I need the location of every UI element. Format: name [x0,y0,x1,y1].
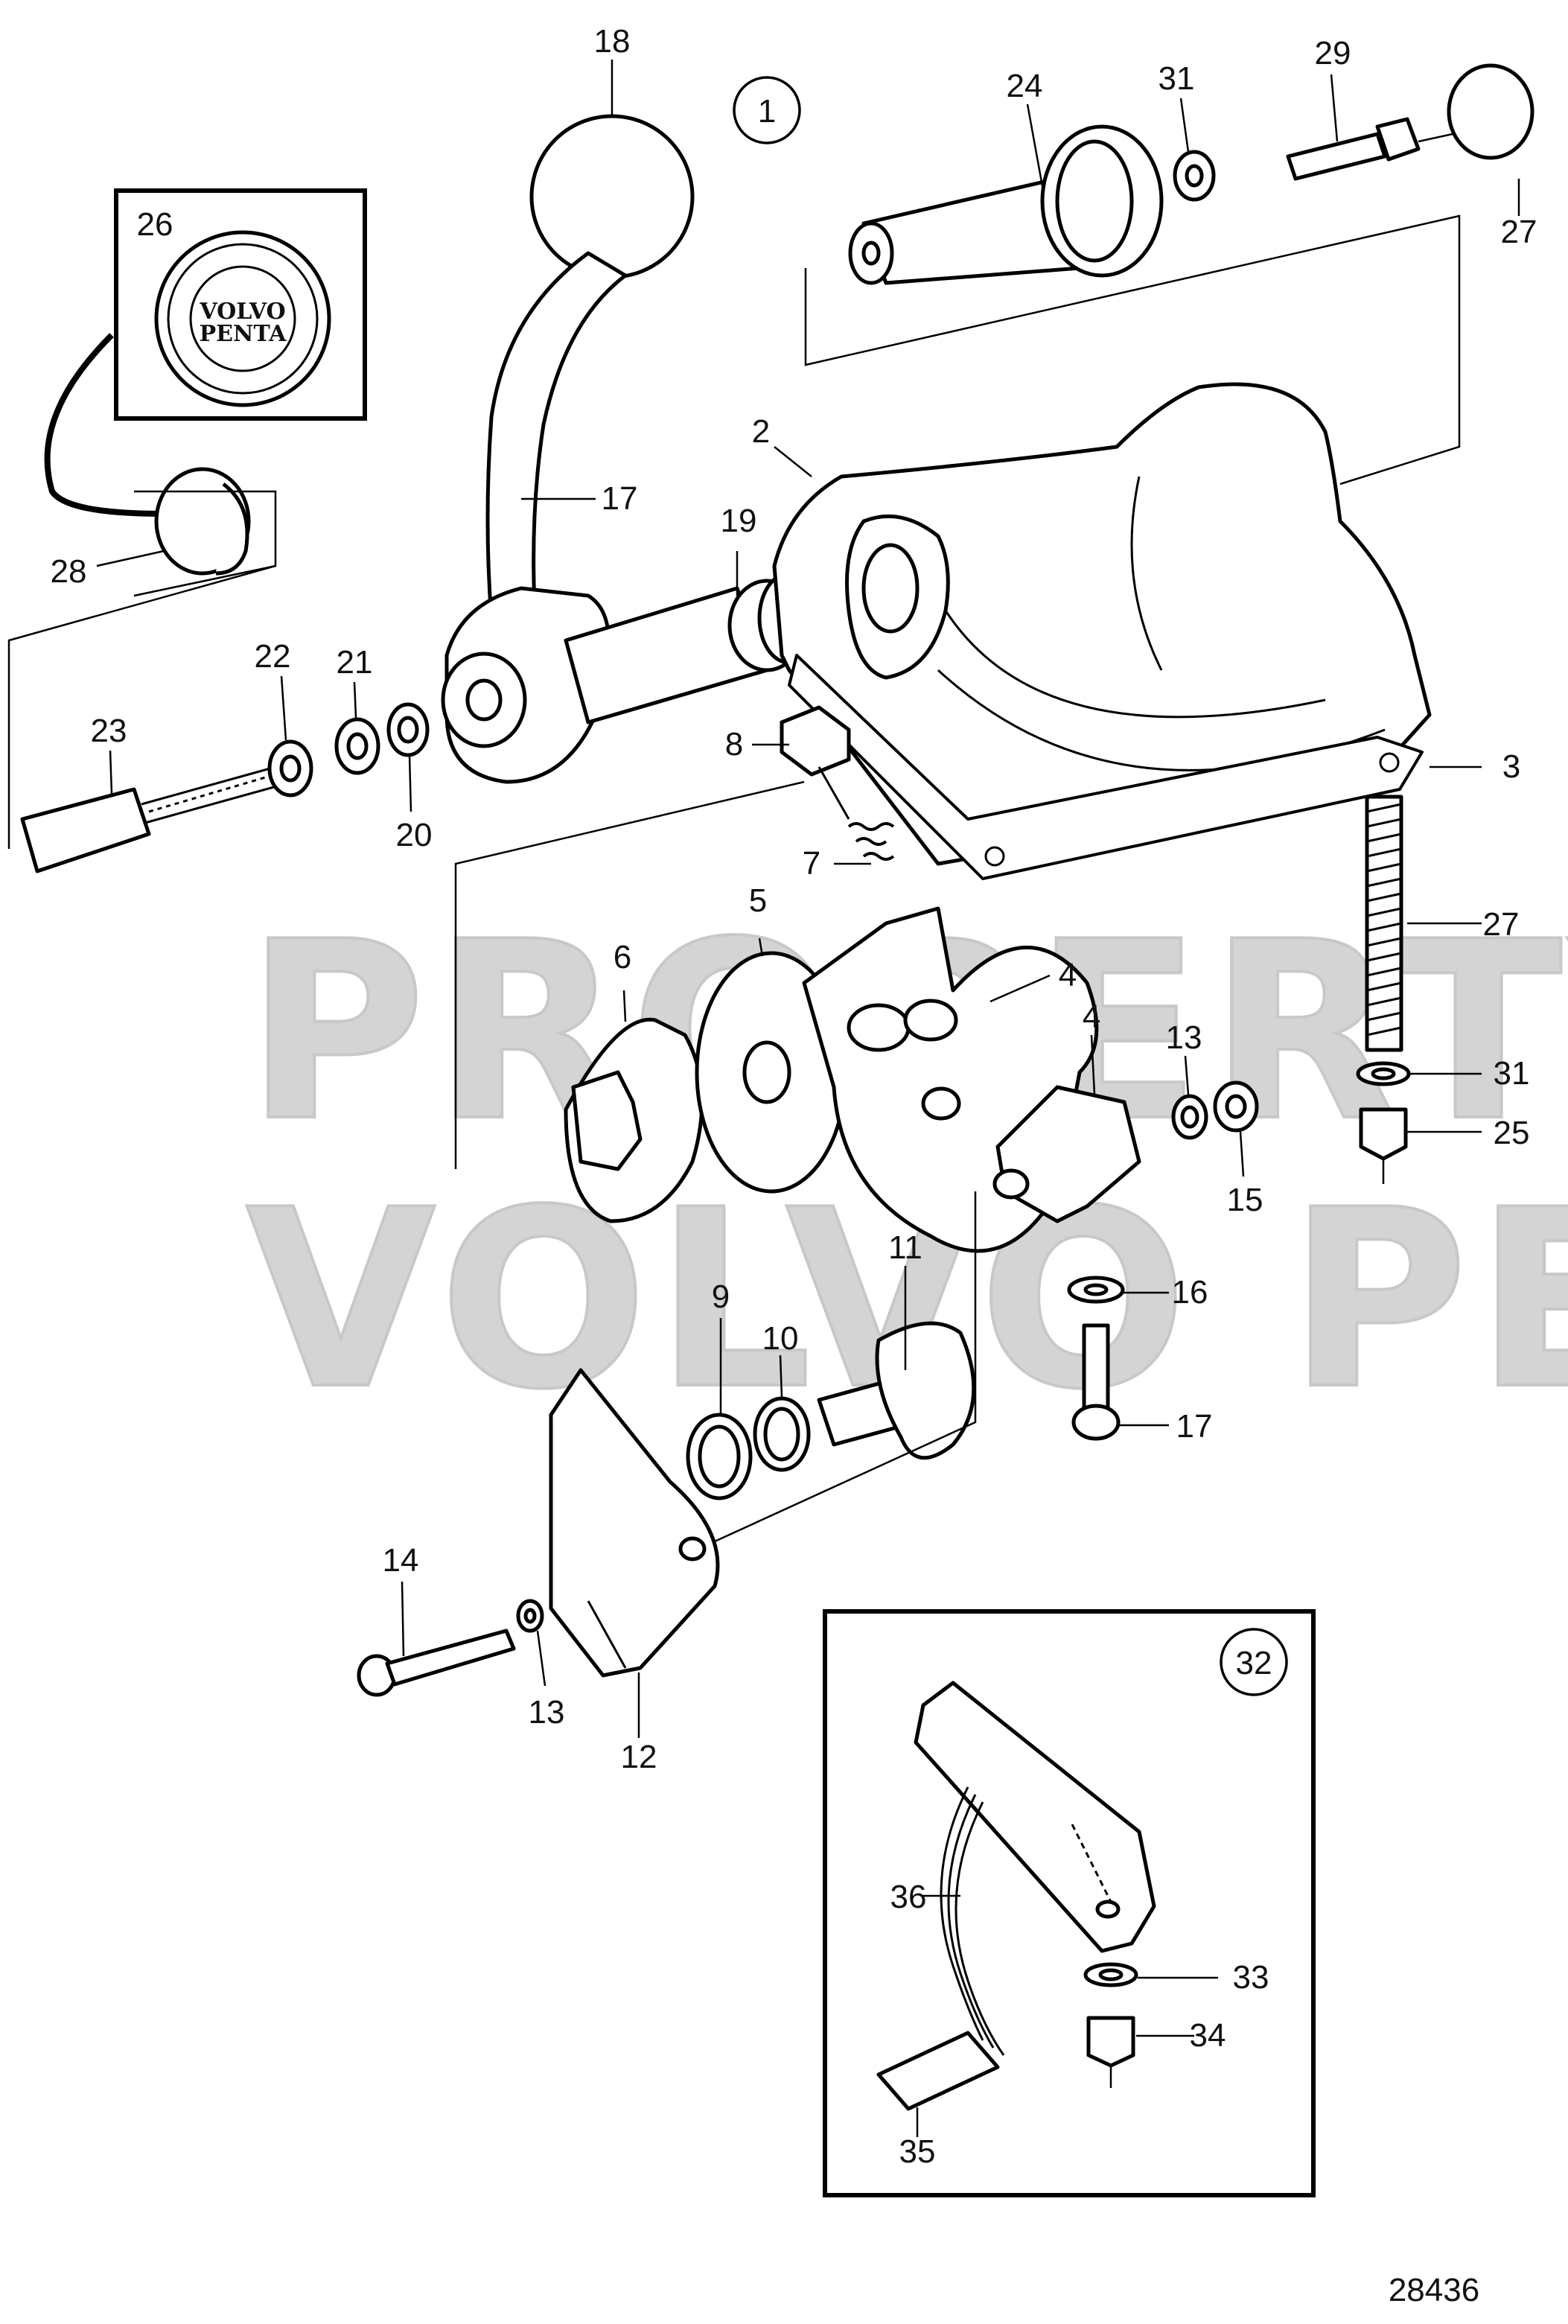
gear-6 [564,1017,704,1223]
callout-7: 7 [803,845,820,882]
callout-16: 16 [1172,1274,1208,1311]
callout-27-inset: 26 [137,206,173,243]
screw-24-group [7,564,430,873]
callout-28: 27 [1483,906,1520,943]
top-shaft-group [804,63,1534,486]
block-4 [992,1085,1141,1223]
callout-31-top: 31 [1159,60,1195,97]
screw-17 [1067,1276,1125,1441]
callout-4-lower: 4 [1083,999,1100,1035]
callout-13-lower: 13 [529,1694,565,1731]
screw-14 [357,1599,544,1697]
callout-35: 35 [899,2133,936,2170]
callout-8: 8 [725,726,743,763]
svg-text:32: 32 [1236,1645,1272,1681]
callout-17: 17 [1176,1408,1213,1445]
lever-assembly [441,114,851,784]
seals-9-10 [686,1396,811,1500]
detent-8 [780,705,895,861]
callout-34: 34 [1190,2017,1226,2054]
callout-10: 10 [762,1320,799,1357]
callout-9: 9 [712,1279,730,1315]
callout-25: 24 [1007,68,1043,104]
knob-cap-29 [133,467,277,597]
callout-19: 18 [594,23,631,60]
callout-15: 15 [1227,1182,1263,1218]
badge-inset: VOLVO PENTA [44,188,367,532]
callout-3: 3 [1502,748,1520,785]
callout-23: 22 [255,638,291,675]
drawing-number: 28436 [1389,2272,1479,2308]
callout-13-upper: 13 [1166,1019,1202,1056]
callout-6: 6 [614,939,631,975]
kit-inset-32 [823,1609,1316,2197]
nuts-13-15 [1171,1080,1259,1140]
callout-24: 23 [91,713,127,749]
housing-2 [772,382,1432,880]
assembly-marker: 1 [733,76,801,144]
callout-33: 33 [1233,1959,1269,1996]
sensor-housing-12 [549,1368,720,1678]
kit-marker: 32 [1220,1628,1288,1696]
logo-line2: PENTA [200,321,287,347]
callout-22: 21 [337,644,373,681]
callout-27-right: 27 [1501,214,1537,250]
disc-5 [695,951,848,1194]
callout-29: 28 [51,553,87,590]
leader-lines [96,60,1520,2137]
callout-20: 19 [721,503,757,539]
svg-text:1: 1 [758,93,776,130]
callout-31-lower: 31 [1494,1055,1530,1092]
gear-sector-11 [817,1321,976,1460]
callout-26: 25 [1494,1115,1530,1151]
callout-2: 2 [752,413,770,450]
callout-5: 5 [749,882,767,919]
callout-18: 17 [602,480,638,517]
callout-labels: 18 24 31 29 27 26 2 17 19 28 22 21 23 8 … [51,23,1537,2170]
callout-21: 20 [396,817,433,853]
callout-36: 36 [890,1879,927,1915]
callout-11: 11 [888,1229,922,1266]
callout-30: 29 [1315,35,1351,71]
callout-12: 12 [621,1739,657,1775]
callout-14: 14 [383,1542,419,1579]
logo-line1: VOLVO [199,299,285,325]
long-bolt-28 [1356,795,1411,1184]
callout-4-top: 4 [1059,957,1077,993]
